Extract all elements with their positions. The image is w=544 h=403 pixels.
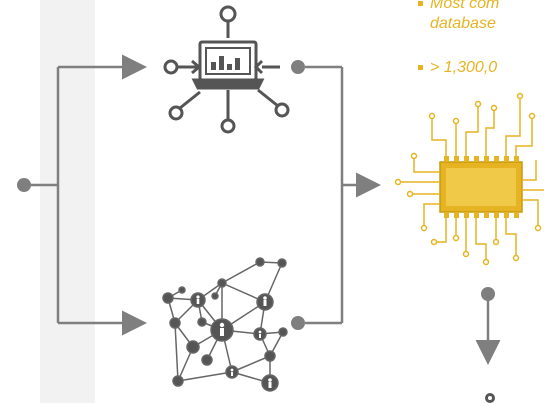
bullet-line: Most com <box>430 0 500 12</box>
bullet-line: > 1,300,0 <box>430 59 498 76</box>
processor-chip-icon <box>394 92 544 266</box>
bullet-line: database <box>430 15 496 32</box>
merge-connector <box>291 60 381 330</box>
branch-connector <box>17 54 147 336</box>
laptop-network-icon <box>163 5 290 134</box>
people-network-icon <box>162 257 288 392</box>
down-connector <box>475 287 501 365</box>
bullet-item: Most com database <box>418 0 499 34</box>
person-icon <box>485 393 495 403</box>
bullet-item: > 1,300,0 <box>418 58 497 78</box>
left-margin <box>0 0 40 403</box>
